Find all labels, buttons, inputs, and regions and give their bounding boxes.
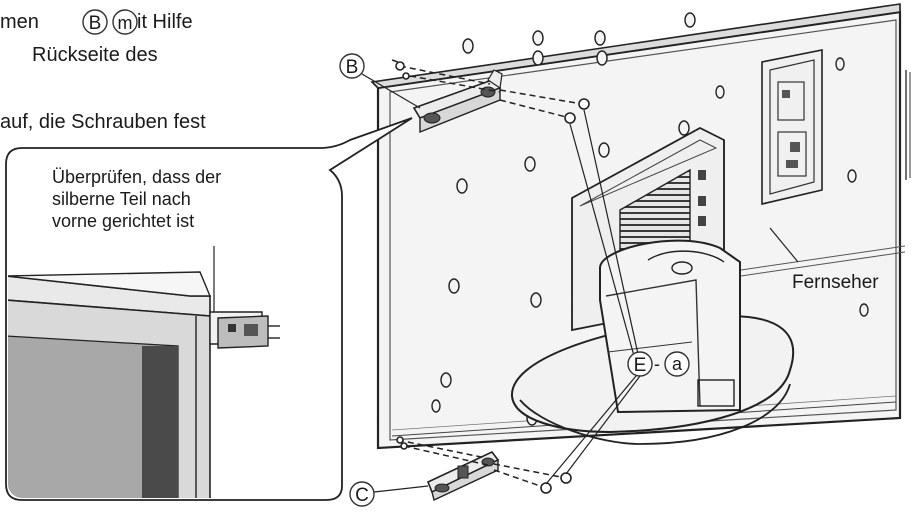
instruction-line-1-post: it Hilfe (137, 10, 193, 35)
label-b: B (339, 53, 365, 79)
label-c: C (349, 481, 375, 507)
label-b-text: B (346, 57, 359, 78)
instruction-line2-text: Rückseite des (32, 44, 158, 66)
circled-m-inline: m (112, 9, 138, 35)
assembly-lines-bottom (397, 439, 567, 489)
leader-lines-e (545, 109, 641, 485)
instruction-line-2: Rückseite des (32, 43, 158, 68)
leader-line-b (361, 73, 421, 109)
leader-line-c (373, 485, 429, 493)
screws (395, 61, 590, 494)
circled-b-inline-text: B (89, 13, 102, 34)
assembly-lines-top (391, 59, 583, 119)
callout-line-3: vorne gerichtet ist (52, 211, 195, 231)
terminal-panel (761, 49, 823, 206)
label-dash-text: - (654, 354, 660, 374)
label-a-text: a (672, 354, 683, 374)
callout-text: Überprüfen, dass der silberne Teil nach … (52, 166, 221, 232)
callout-line-1: Überprüfen, dass der (52, 167, 222, 187)
callout-detail (8, 246, 280, 498)
callout-line-2: silberne Teil nach (52, 189, 191, 209)
circled-b-inline: B (82, 9, 108, 35)
label-tv: Fernseher (792, 272, 879, 293)
instruction-line-1: men (0, 10, 39, 35)
label-e-text: E (634, 355, 647, 376)
instruction-line-3: auf, die Schrauben fest (0, 110, 206, 135)
instruction-line3-text: auf, die Schrauben fest (0, 111, 206, 133)
label-c-text: C (355, 485, 369, 506)
label-e-a: E - a (627, 351, 690, 377)
instruction-line1-pre: men (0, 11, 39, 33)
instruction-line1-post: it Hilfe (137, 11, 193, 33)
circled-m-inline-text: m (118, 13, 133, 33)
leader-line-tv (769, 227, 799, 263)
